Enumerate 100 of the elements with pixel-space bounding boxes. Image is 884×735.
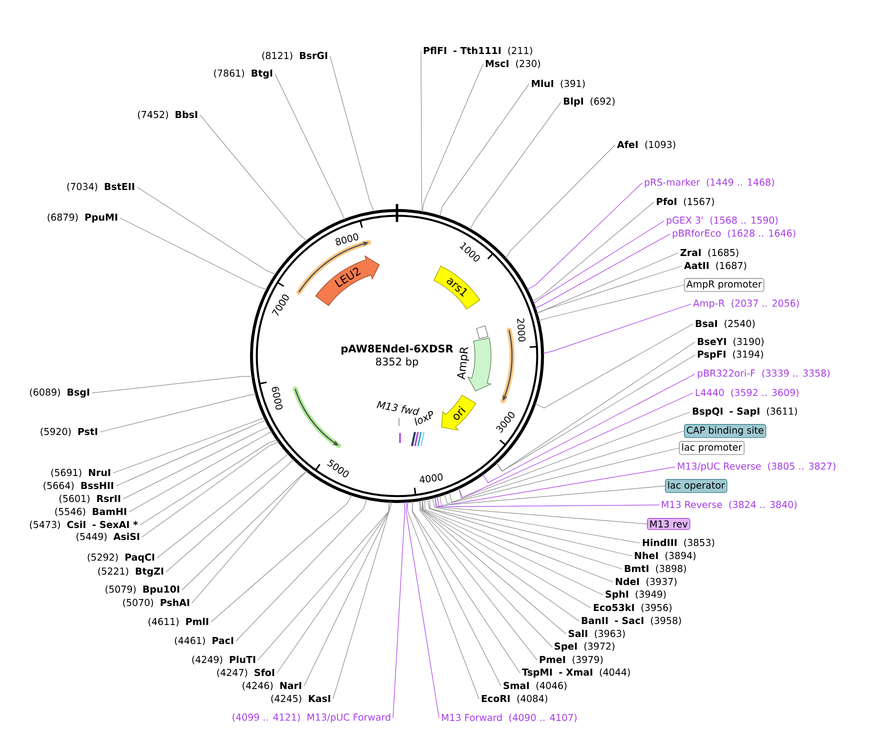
site-label: SphI (3949) [606,590,666,600]
site-label: (5691) NruI [51,468,110,478]
primer-label: pBRforEco (1628 .. 1646) [672,229,796,239]
leader-line [116,420,266,486]
leader-line [422,499,604,596]
site-label: (5221) BtgZI [98,567,164,577]
primer-label: M13 Forward (4090 .. 4107) [442,714,577,722]
tick-label: 4000 [420,474,443,483]
leader-line [424,499,614,582]
site-label: (5601) RsrII [60,494,120,504]
leader-line [542,304,692,354]
site-label: PspFI (3194) [698,350,764,360]
feature-box: AmpR promoter [684,278,764,292]
leader-line [536,266,682,314]
leader-line [444,448,680,504]
leader-line [156,453,289,558]
leader-line [330,56,374,212]
site-label: (5070) PshAI [123,598,190,608]
site-label: BlpI (692) [564,97,615,107]
leader-line [136,186,276,275]
site-label: (4611) PmlI [148,618,208,626]
leader-line [122,426,270,500]
site-label: BmtI (3898) [624,564,686,574]
leader-line [258,501,390,660]
site-label: (4249) PluTI [192,656,256,664]
site-label: HindIII (3853) [642,538,714,548]
site-label: EcoRI (4084) [482,694,548,704]
leader-line [432,497,640,544]
leader-line [236,498,367,642]
gene-feature: ori [441,394,476,431]
site-label: (5449) AsiSI [76,532,140,542]
site-label: BspQI - SapI (3611) [692,407,797,417]
leader-line [406,501,440,718]
leader-line [406,501,480,700]
site-label: PmeI (3979) [540,656,603,664]
leader-line [128,430,272,512]
primer-label: pGEX 3' (1568 .. 1590) [666,216,778,226]
site-label: (6089) BsgI [30,388,90,398]
primer-label: Amp-R (2037 .. 2056) [693,299,799,309]
leader-line [427,498,622,570]
primer-label: M13/pUC Reverse (3805 .. 3827) [678,462,836,472]
site-label: MscI (230) [486,60,540,68]
leader-line [142,442,280,538]
leader-line [420,500,552,648]
site-label: (4246) NarI [242,682,302,690]
leader-line [420,500,538,660]
leader-line [470,102,562,230]
site-label: (4247) SfoI [217,668,274,678]
site-label: BanII - SacI (3958) [582,616,681,626]
leader-line [422,499,592,608]
leader-line [332,502,392,700]
site-label: PfoI (1567) [656,198,714,206]
site-label: (4245) KasI [271,694,330,704]
leader-line [274,74,345,220]
leader-line [534,324,694,408]
leader-line [140,439,278,526]
site-label: SalI (3963) [568,630,625,638]
site-label: PflFI - Tth111I (211) [424,46,532,56]
leader-line [192,470,308,604]
gene-feature: AmpR [457,338,492,392]
leader-line [100,393,256,432]
leader-line [534,234,670,309]
feature-box: M13 rev [647,518,690,530]
primer-label: pRS-marker (1449 .. 1468) [644,178,774,188]
leader-line [112,417,265,474]
site-label: BsaI (2540) [696,320,755,328]
site-label: (5664) BssHII [44,482,114,490]
site-label: (5473) CsiI - SexAI * [30,520,138,530]
leader-line [439,84,530,217]
leader-line [412,500,502,686]
leader-line [526,182,642,290]
primer-label: L4440 (3592 .. 3609) [696,388,798,398]
leader-line [420,50,423,212]
site-label: (4461) PacI [174,636,234,646]
site-label: (7034) BstEII [67,182,134,192]
site-label: (7861) BtgI [214,69,272,79]
feature-box: lac promoter [679,441,744,455]
leader-line [422,64,484,212]
leader-line [200,114,308,242]
site-label: (5920) PstI [40,428,98,436]
leader-line [182,470,308,590]
site-label: (5546) BamHI [55,508,126,516]
site-label: NdeI (3937) [616,578,676,586]
site-label: AfeI (1093) [617,140,676,150]
leader-line [120,218,268,290]
primer-label: pBR322ori-F (3339 .. 3358) [698,369,830,379]
site-label: BseYI (3190) [698,338,764,346]
leader-line [210,494,352,622]
site-label: (6879) PpuMI [48,213,118,223]
site-label: SpeI (3972) [554,642,614,652]
site-label: ZraI (1685) [680,248,738,258]
site-label: NheI (3894) [634,552,696,560]
leader-line [439,486,666,506]
primer-label: M13 Reverse (3824 .. 3840) [662,500,796,510]
leader-line [532,202,654,302]
leader-line [166,458,294,572]
primer-label: (4099 .. 4121) M13/pUC Forward [232,713,390,723]
site-label: SmaI (4046) [504,682,566,690]
feature-box: CAP binding site [684,424,766,438]
site-label: (5079) Bpu10I [106,585,180,595]
